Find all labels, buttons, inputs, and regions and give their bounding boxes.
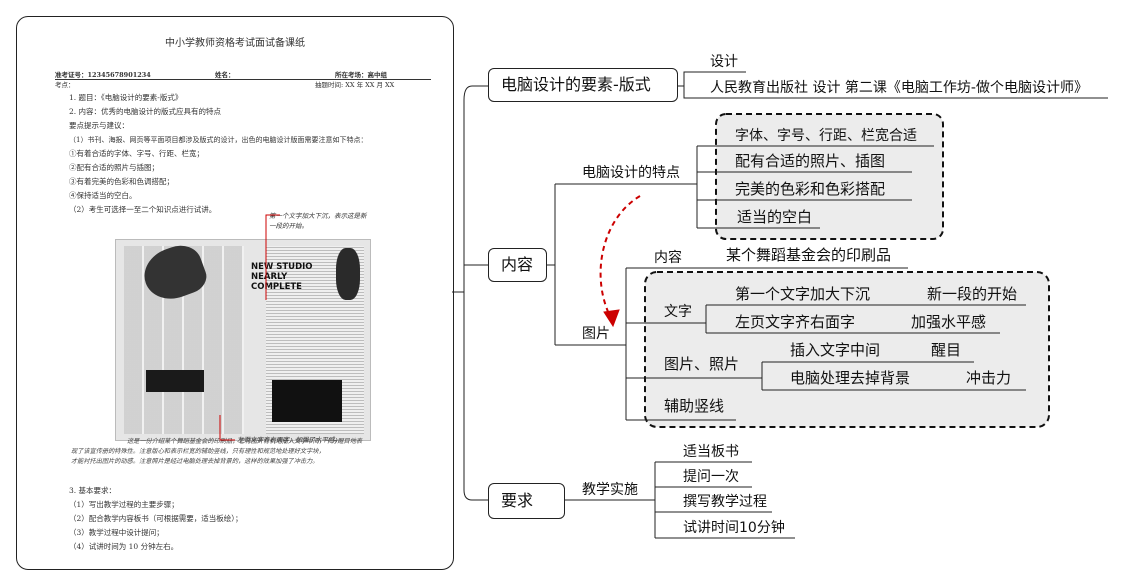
feature-item: 配有合适的照片、插图 — [735, 152, 886, 170]
topic-label: 考点： — [55, 81, 75, 89]
node-photo: 图片、照片 — [664, 355, 740, 373]
requirement-item: 撰写教学过程 — [683, 494, 767, 510]
branch-content-node[interactable]: 内容 — [488, 248, 547, 282]
relation-arrow — [599, 195, 641, 321]
branch-layout-node[interactable]: 电脑设计的要素-版式 — [488, 68, 678, 102]
photo-headline: COMPLETE — [251, 282, 302, 292]
dancer-figure — [336, 248, 360, 300]
text-item: 左页文字齐右面字 — [735, 313, 856, 331]
doc-line: ①有着合适的字体、字号、行距、栏宽； — [69, 149, 204, 158]
branch-layout-label: 电脑设计的要素-版式 — [501, 75, 651, 94]
lesson-prep-document: 中小学教师资格考试面试备课纸 准考证号：12345678901234 姓名： 所… — [16, 16, 454, 570]
caption-paragraph: 现了该宣传册的特殊性。注意版心和表示栏宽的辅助竖线，只有理性和规范地处理好文字块… — [71, 448, 325, 455]
callout-top: 第一个文字加大下沉，表示这是新 — [269, 212, 367, 220]
feature-item: 字体、字号、行距、栏宽合适 — [735, 128, 917, 144]
photo-item: 电脑处理去掉背景 — [790, 369, 911, 387]
node-text: 文字 — [664, 304, 692, 320]
doc-line: （2）考生可选择一至二个知识点进行试讲。 — [69, 205, 217, 214]
node-teaching: 教学实施 — [582, 482, 638, 498]
branch-requirements-label: 要求 — [501, 491, 534, 510]
req-line: 3. 基本要求： — [69, 486, 117, 495]
doc-line: （1）书刊、海报、网页等平面项目都涉及版式的设计，出色的电脑设计版面需要注意如下… — [69, 136, 368, 144]
document-title: 中小学教师资格考试面试备课纸 — [165, 38, 305, 49]
branch-requirements-node[interactable]: 要求 — [488, 483, 565, 519]
callout-bottom: 左页文字齐右面字，加强了水平感。 — [237, 436, 341, 444]
photo-item: 插入文字中间 — [790, 341, 881, 359]
requirement-item: 提问一次 — [683, 469, 739, 485]
arrow-head-icon — [603, 309, 620, 328]
name-field: 姓名： — [215, 71, 235, 79]
node-design: 设计 — [710, 54, 738, 70]
branch-content-label: 内容 — [501, 255, 534, 274]
feature-item: 适当的空白 — [737, 208, 813, 226]
dark-text-block — [146, 370, 204, 392]
doc-line: ③有着完美的色彩和色调搭配； — [69, 177, 174, 186]
caption-paragraph: 才能衬托出图片的动感。注意照片是经过电脑处理去掉背景的，这样的效果加强了冲击力。 — [71, 458, 319, 465]
brochure-photo: NEW STUDIO NEARLY COMPLETE — [115, 239, 371, 441]
header-rule — [55, 79, 431, 80]
venue-field: 所在考场：高中组 — [335, 71, 387, 79]
node-design-features: 电脑设计的特点 — [582, 165, 680, 181]
node-aux-lines: 辅助竖线 — [664, 397, 725, 415]
node-content-value: 某个舞蹈基金会的印刷品 — [726, 246, 892, 264]
feature-item: 完美的色彩和色彩搭配 — [735, 180, 886, 198]
node-content: 内容 — [654, 250, 682, 266]
draw-time: 抽题时间: XX 年 XX 月 XX — [315, 81, 395, 89]
callout-top: 一段的开始。 — [269, 222, 308, 230]
photo-item: 冲击力 — [966, 369, 1012, 387]
photo-item: 醒目 — [931, 341, 962, 359]
text-item: 第一个文字加大下沉 — [735, 285, 871, 303]
req-line: （4）试讲时间为 10 分钟左右。 — [69, 542, 179, 551]
exam-number: 准考证号：12345678901234 — [55, 71, 151, 79]
req-line: （1）写出教学过程的主要步骤； — [69, 500, 179, 509]
requirement-item: 试讲时间10分钟 — [683, 520, 785, 536]
req-line: （3）教学过程中设计提问； — [69, 528, 164, 537]
caption-paragraph: 这是一份介绍某个舞蹈基金会的印刷品，它将图片有机地插入文字中间，十分醒目地表 — [127, 438, 363, 445]
text-item: 加强水平感 — [911, 313, 987, 331]
doc-line: ④保持适当的空白。 — [69, 191, 137, 200]
text-item: 新一段的开始 — [927, 285, 1018, 303]
node-picture: 图片 — [582, 326, 610, 342]
photo-headline: NEARLY — [251, 272, 288, 282]
photo-headline: NEW STUDIO — [251, 262, 313, 272]
requirement-item: 适当板书 — [683, 444, 739, 460]
doc-line: 2. 内容：优秀的电脑设计的版式应具有的特点 — [69, 107, 222, 116]
req-line: （2）配合教学内容板书（可根据需要，适当板绘）； — [69, 514, 243, 523]
doc-line: 要点提示与建议： — [69, 121, 129, 130]
doc-line: ②配有合适的照片与插图； — [69, 163, 159, 172]
doc-line: 1. 题目：《电脑设计的要素-版式》 — [69, 93, 183, 102]
node-textbook: 人民教育出版社 设计 第二课《电脑工作坊-做个电脑设计师》 — [710, 80, 1088, 96]
dark-photo-block — [272, 380, 342, 422]
